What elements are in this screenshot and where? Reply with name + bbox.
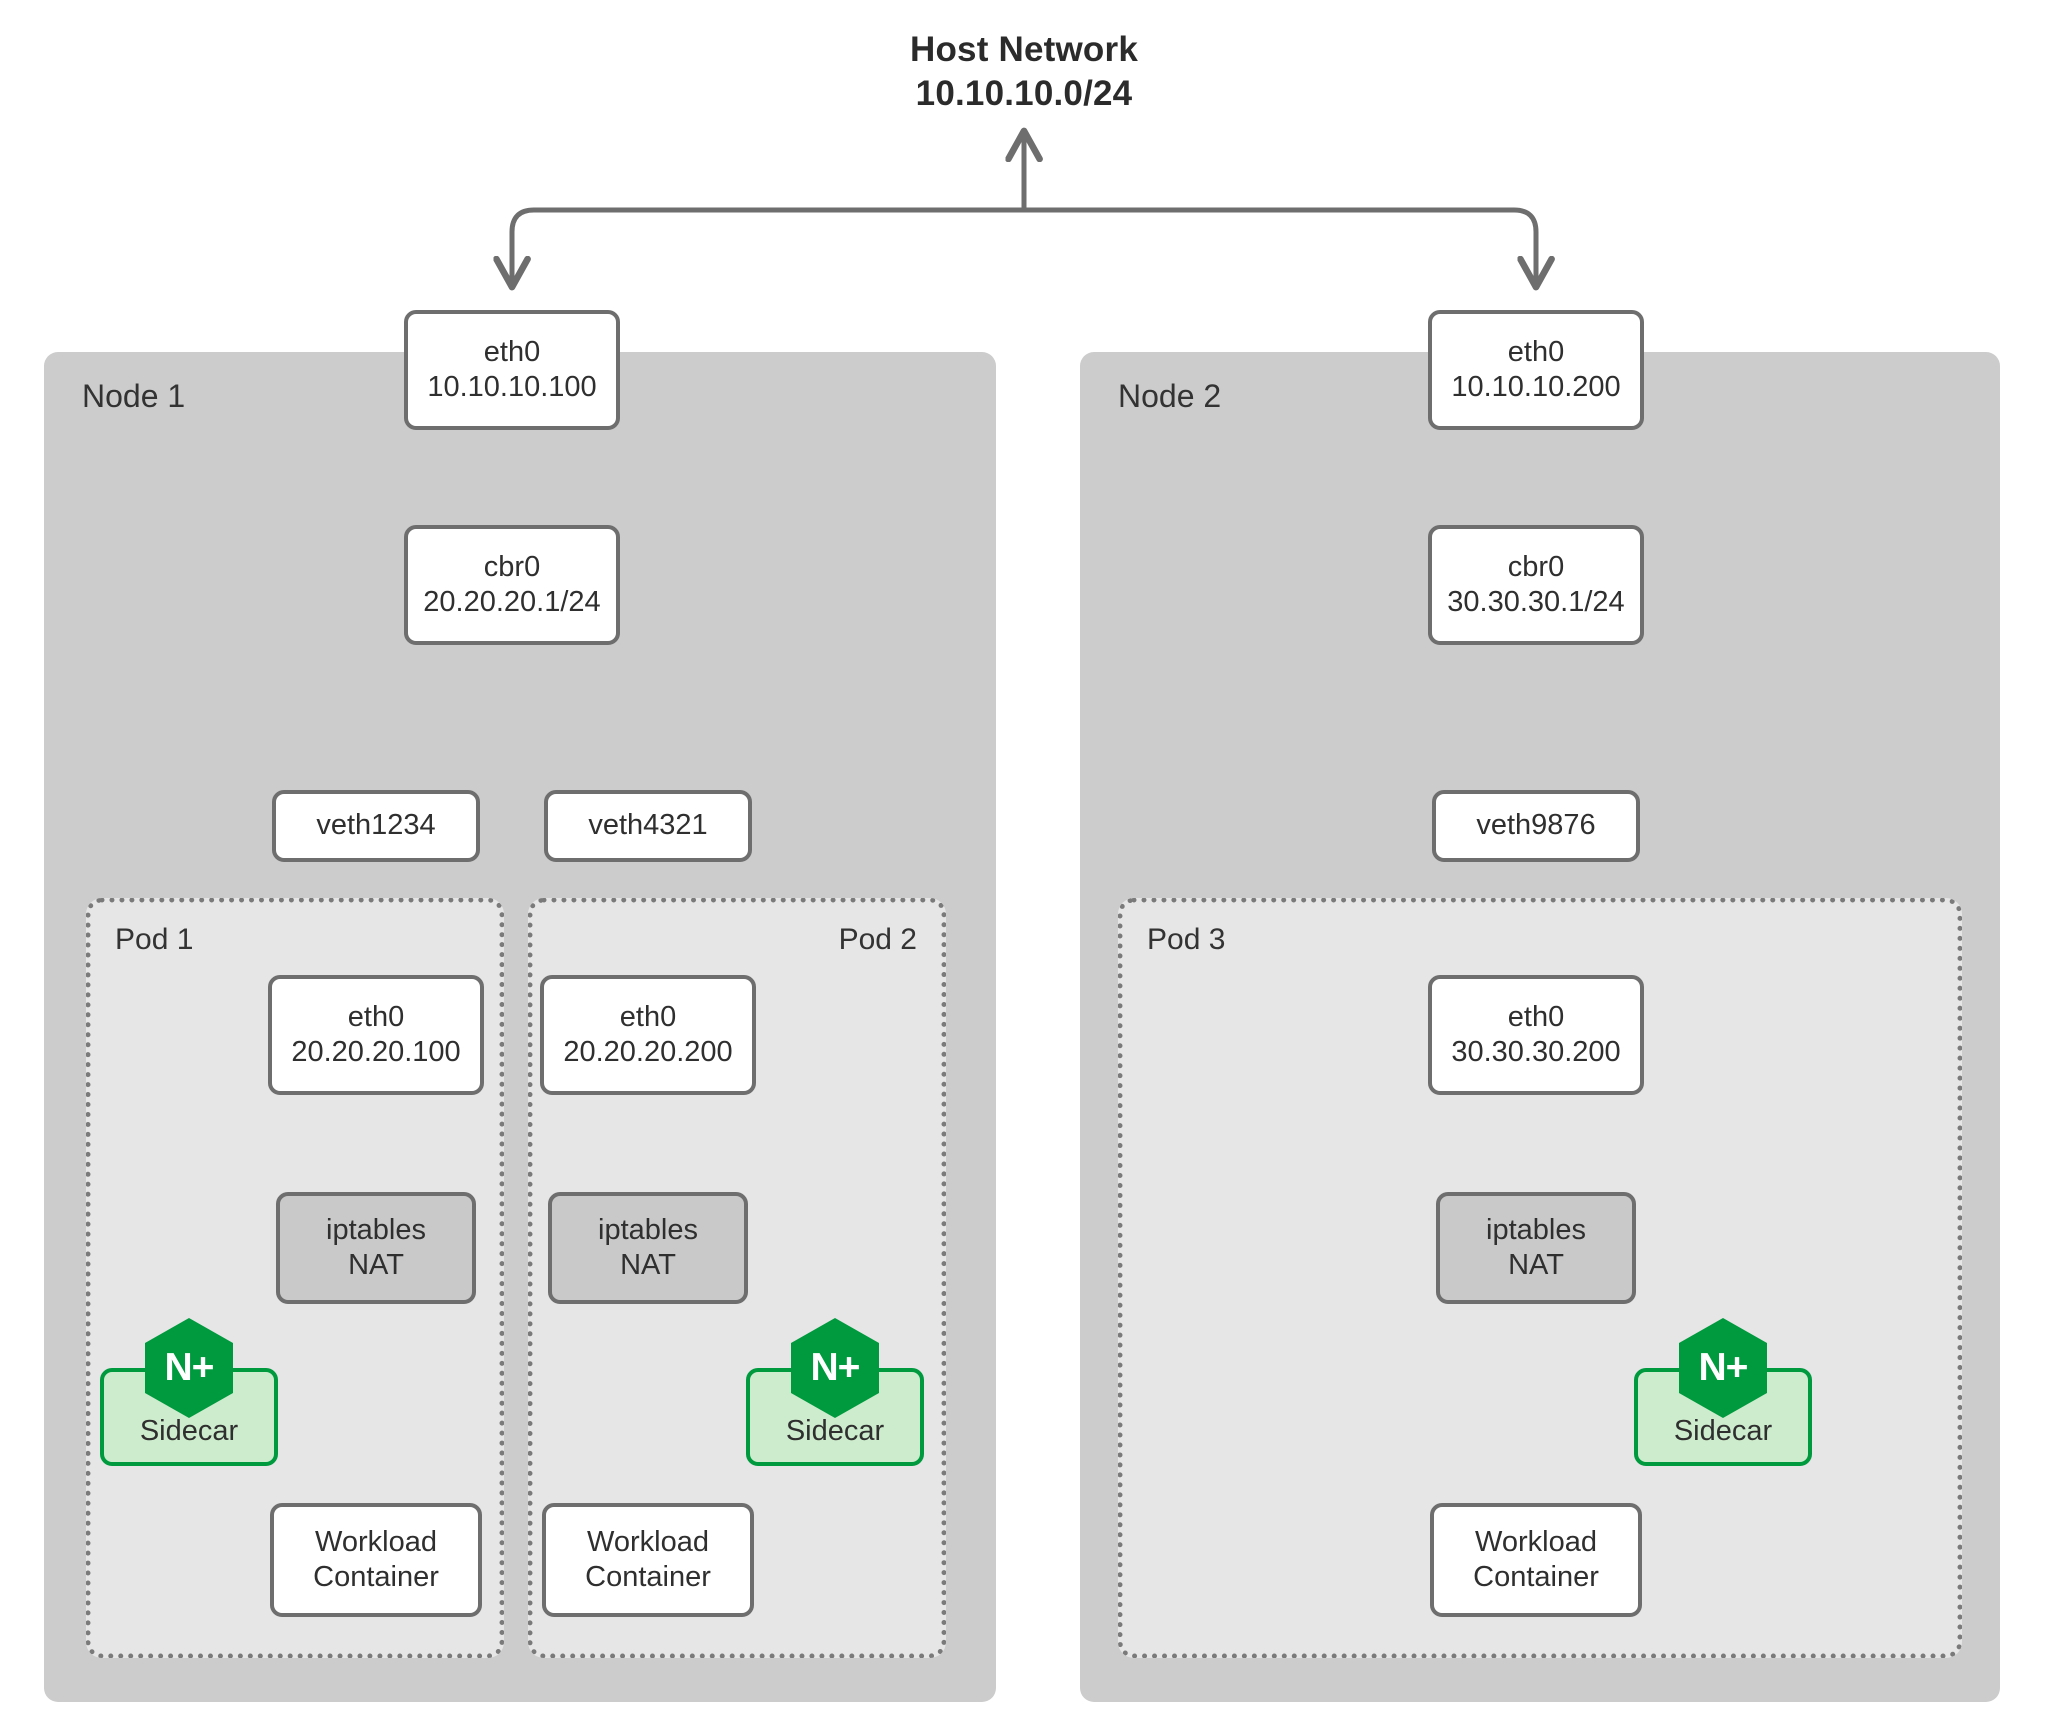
pod-3-workload-line1: Workload (1475, 1525, 1597, 1558)
veth1234-box[interactable]: veth1234 (272, 790, 480, 862)
node-1-eth0-name: eth0 (483, 335, 541, 368)
pod-2-iptables-nat-box[interactable]: iptables NAT (548, 1192, 748, 1304)
pod-3-sidecar-label: Sidecar (1673, 1415, 1773, 1447)
pod-2-workload-container-box[interactable]: Workload Container (542, 1503, 754, 1617)
veth4321-box[interactable]: veth4321 (544, 790, 752, 862)
pod-1-eth0-box[interactable]: eth0 20.20.20.100 (268, 975, 484, 1095)
node-1-cbr0-ip: 20.20.20.1/24 (423, 586, 601, 618)
host-network-name: Host Network (910, 30, 1138, 69)
nginx-plus-badge-text: N+ (810, 1346, 861, 1389)
veth9876-box[interactable]: veth9876 (1432, 790, 1640, 862)
pod-1-iptables-line2: NAT (348, 1249, 404, 1281)
node-2-cbr0-name: cbr0 (1507, 550, 1565, 583)
nginx-plus-logo-icon: N+ (787, 1316, 883, 1420)
pod-2-eth0-name: eth0 (619, 1000, 677, 1033)
pod-1-eth0-ip: 20.20.20.100 (291, 1036, 461, 1068)
node-2-cbr0-ip: 30.30.30.1/24 (1447, 586, 1625, 618)
pod-2-sidecar-label: Sidecar (785, 1415, 885, 1447)
veth1234-label: veth1234 (316, 809, 436, 842)
pod-2-sidecar-box[interactable]: N+ Sidecar (746, 1318, 924, 1466)
node-1-cbr0-name: cbr0 (483, 550, 541, 583)
node-2-cbr0-box[interactable]: cbr0 30.30.30.1/24 (1428, 525, 1644, 645)
pod-1-label: Pod 1 (115, 923, 194, 956)
pod-2-workload-line2: Container (585, 1561, 711, 1593)
nginx-plus-logo-icon: N+ (141, 1316, 237, 1420)
node-2-eth0-name: eth0 (1507, 335, 1565, 368)
node-1-label: Node 1 (82, 378, 186, 414)
veth9876-label: veth9876 (1476, 809, 1596, 842)
node-2-label: Node 2 (1118, 378, 1222, 414)
node-1-cbr0-box[interactable]: cbr0 20.20.20.1/24 (404, 525, 620, 645)
pod-3-iptables-line2: NAT (1508, 1249, 1564, 1281)
pod-1-workload-line2: Container (313, 1561, 439, 1593)
pod-1-eth0-name: eth0 (347, 1000, 405, 1033)
pod-2-iptables-line1: iptables (598, 1213, 698, 1246)
node-2-eth0-ip: 10.10.10.200 (1451, 371, 1621, 403)
pod-1-workload-line1: Workload (315, 1525, 437, 1558)
nginx-plus-badge-text: N+ (1698, 1346, 1749, 1389)
nginx-plus-logo-icon: N+ (1675, 1316, 1771, 1420)
pod-3-eth0-box[interactable]: eth0 30.30.30.200 (1428, 975, 1644, 1095)
pod-1-iptables-line1: iptables (326, 1213, 426, 1246)
pod-3-workload-container-box[interactable]: Workload Container (1430, 1503, 1642, 1617)
host-network-cidr: 10.10.10.0/24 (915, 73, 1133, 113)
pod-1-sidecar-box[interactable]: N+ Sidecar (100, 1318, 278, 1466)
host-network-title: Host Network 10.10.10.0/24 (0, 28, 2048, 116)
pod-3-sidecar-box[interactable]: N+ Sidecar (1634, 1318, 1812, 1466)
nginx-plus-badge-text: N+ (164, 1346, 215, 1389)
pod-1-iptables-nat-box[interactable]: iptables NAT (276, 1192, 476, 1304)
pod-2-iptables-line2: NAT (620, 1249, 676, 1281)
pod-3-eth0-name: eth0 (1507, 1000, 1565, 1033)
node-1-eth0-ip: 10.10.10.100 (427, 371, 597, 403)
pod-3-workload-line2: Container (1473, 1561, 1599, 1593)
pod-2-label: Pod 2 (838, 923, 917, 956)
pod-3-eth0-ip: 30.30.30.200 (1451, 1036, 1621, 1068)
node-2-eth0-box[interactable]: eth0 10.10.10.200 (1428, 310, 1644, 430)
veth4321-label: veth4321 (588, 809, 708, 842)
pod-1-sidecar-label: Sidecar (139, 1415, 239, 1447)
pod-1-workload-container-box[interactable]: Workload Container (270, 1503, 482, 1617)
pod-3-iptables-line1: iptables (1486, 1213, 1586, 1246)
pod-3-iptables-nat-box[interactable]: iptables NAT (1436, 1192, 1636, 1304)
pod-2-workload-line1: Workload (587, 1525, 709, 1558)
pod-2-eth0-ip: 20.20.20.200 (563, 1036, 733, 1068)
pod-2-eth0-box[interactable]: eth0 20.20.20.200 (540, 975, 756, 1095)
node-1-eth0-box[interactable]: eth0 10.10.10.100 (404, 310, 620, 430)
pod-3-label: Pod 3 (1147, 923, 1226, 956)
